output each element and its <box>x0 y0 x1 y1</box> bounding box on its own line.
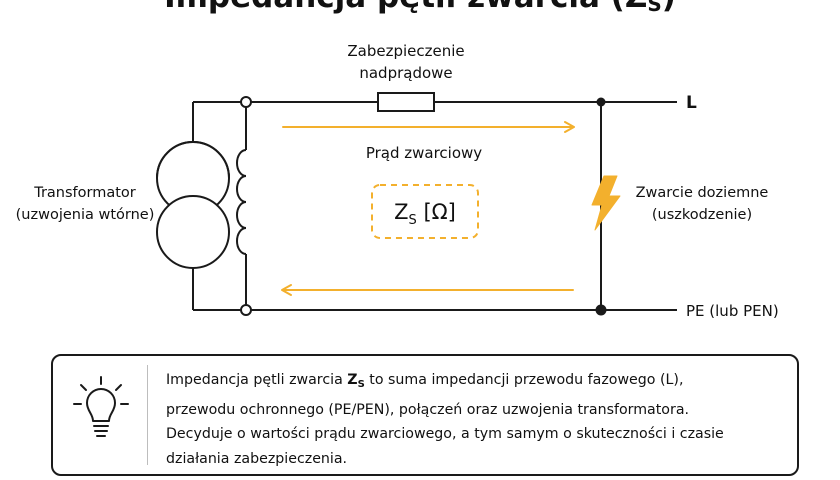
fault-label-line1: Zwarcie doziemne <box>636 185 769 201</box>
note-text: Impedancja pętli zwarcia ZS to suma impe… <box>166 368 786 471</box>
note-line-1-end: to suma impedancji przewodu fazowego (L)… <box>364 372 684 388</box>
terminal-upper <box>240 96 252 108</box>
pe-label: PE (lub PEN) <box>686 302 779 320</box>
fuse-symbol <box>377 92 435 112</box>
note-divider <box>147 365 148 465</box>
junction-line <box>596 97 606 107</box>
secondary-winding-coil <box>236 149 247 255</box>
note-line-3: Decyduje o wartości prądu zwarciowego, a… <box>166 426 724 442</box>
impedance-subscript: S <box>409 213 417 228</box>
transformer-label-line1: Transformator <box>33 185 136 201</box>
info-note: Impedancja pętli zwarcia ZS to suma impe… <box>51 354 799 476</box>
title-text: Impedancja pętli zwarcia (Z <box>164 0 647 15</box>
current-arrow-bottom-head <box>281 284 292 296</box>
protection-label-line1: Zabezpieczenie <box>347 42 464 60</box>
note-line-1: Impedancja pętli zwarcia ZS to suma impe… <box>166 368 786 398</box>
transformer-primary-arc <box>156 141 230 179</box>
transformer-secondary-circle <box>156 195 230 269</box>
impedance-box <box>371 184 479 239</box>
lightbulb-icon <box>73 376 129 437</box>
transformer-label-line2: (uzwojenia wtórne) <box>16 207 155 223</box>
page-title: Impedancja pętli zwarcia (ZS) <box>0 0 840 16</box>
title-close: ) <box>662 0 676 15</box>
fault-label-line2: (uszkodzenie) <box>652 207 752 223</box>
note-line-4: działania zabezpieczenia. <box>166 450 348 467</box>
impedance-label: ZS [Ω] <box>394 200 456 228</box>
note-symbol: Z <box>347 372 358 388</box>
note-line-2: przewodu ochronnego (PE/PEN), połączeń o… <box>166 401 690 418</box>
lightning-bolt-icon <box>591 175 621 231</box>
fault-loop-diagram: Zabezpieczenie nadprądowe L PE (lub PEN)… <box>16 42 779 320</box>
note-symbol-subscript: S <box>357 379 365 390</box>
transformer-symbol <box>156 141 230 269</box>
note-line-1-start: Impedancja pętli zwarcia <box>166 372 348 388</box>
impedance-unit: [Ω] <box>417 200 456 224</box>
terminal-lower <box>240 304 252 316</box>
current-label: Prąd zwarciowy <box>366 144 482 162</box>
line-label: L <box>686 93 697 113</box>
current-arrows <box>281 121 575 296</box>
current-arrow-top-head <box>564 121 575 133</box>
junction-pe <box>595 304 607 316</box>
protection-label-line2: nadprądowe <box>359 64 452 82</box>
impedance-symbol: Z <box>394 200 408 224</box>
title-subscript: S <box>647 0 662 16</box>
